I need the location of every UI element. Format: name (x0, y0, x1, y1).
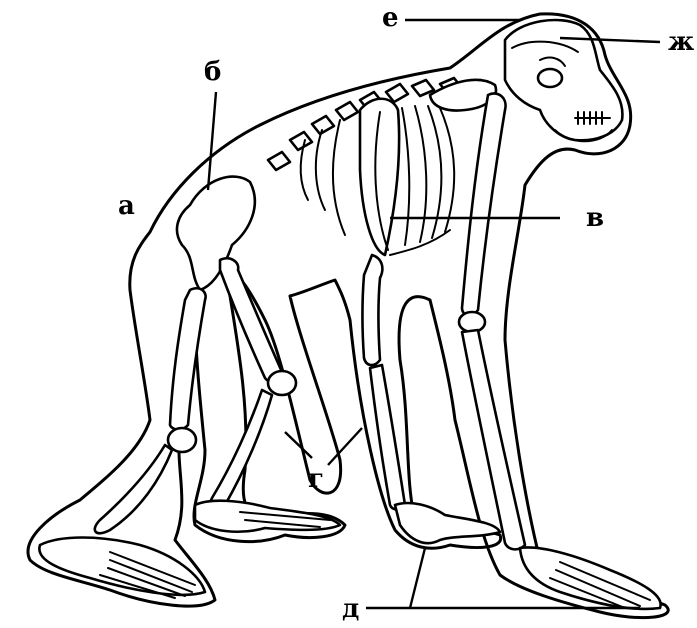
tibia-front (211, 390, 272, 508)
leader-d-2 (410, 548, 425, 608)
label-zh: ж (668, 27, 694, 57)
knee-front (268, 371, 296, 395)
label-e: е (382, 3, 399, 33)
eye-orbit (538, 69, 562, 87)
humerus-rear (363, 255, 383, 365)
knee-rear (168, 428, 196, 452)
pelvis (177, 177, 255, 290)
hand-front (520, 547, 661, 608)
leader-b (208, 92, 216, 190)
label-b: б (204, 57, 221, 87)
humerus-front (462, 93, 506, 315)
femur-front (220, 258, 282, 381)
elbow-front (459, 312, 485, 332)
label-d: д (342, 594, 359, 624)
label-g: г (308, 464, 324, 494)
label-a: а (118, 191, 135, 221)
forearm-rear (370, 365, 405, 510)
label-v: в (586, 203, 604, 233)
tibia-rear (95, 445, 172, 533)
